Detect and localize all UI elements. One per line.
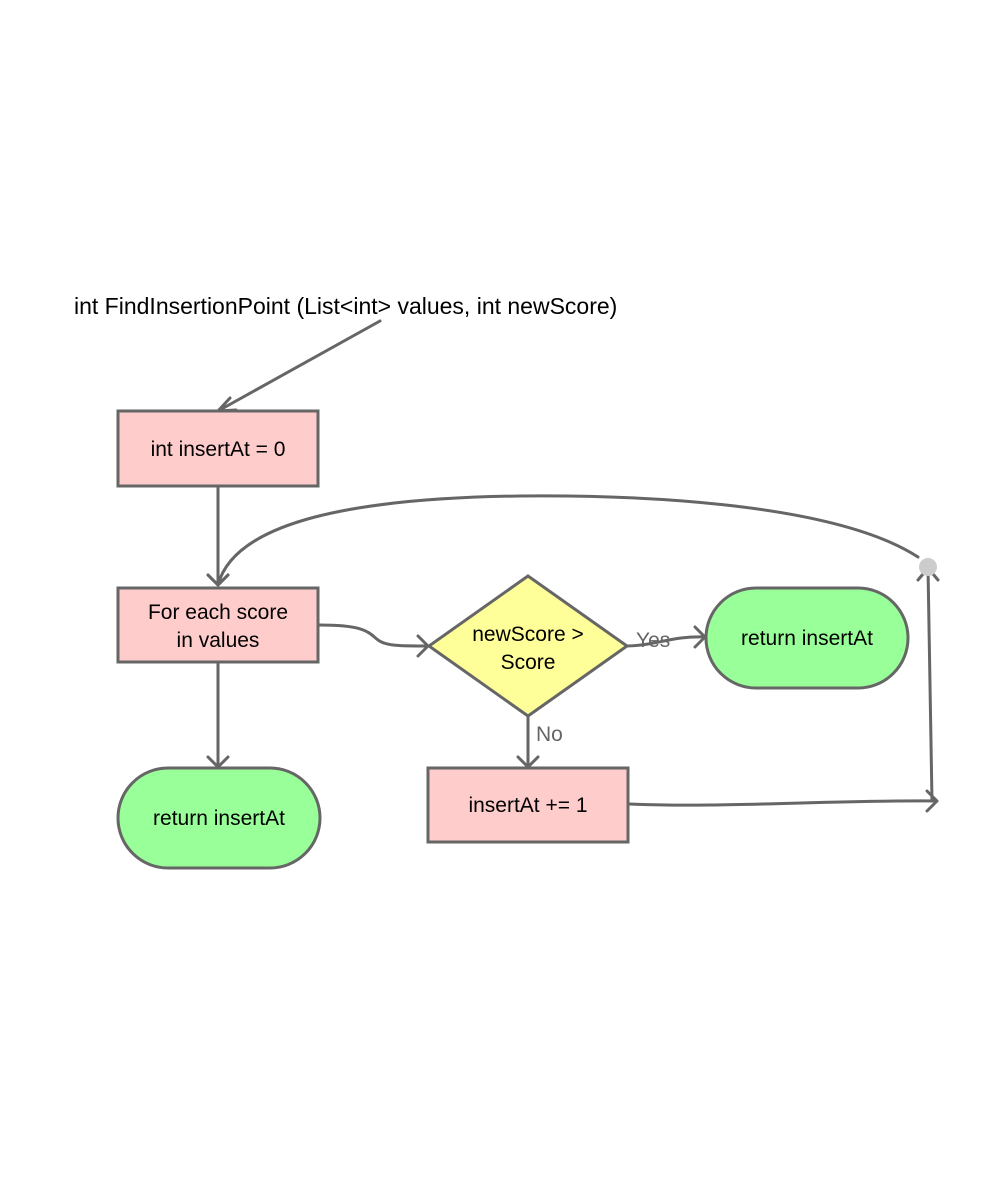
loop-label-line1: For each score [148, 601, 288, 624]
increment-node[interactable]: insertAt += 1 [426, 766, 630, 844]
edge-label-no: No [536, 723, 563, 746]
edge-loop-back [206, 494, 920, 587]
edge-decision-no [516, 715, 540, 769]
loop-node[interactable]: For each score in values [116, 586, 320, 664]
init-box [116, 409, 320, 488]
edge-loop-to-return [206, 661, 230, 769]
return-found-label: return insertAt [741, 627, 873, 650]
edge-label-yes: Yes [636, 629, 670, 652]
edge-signature-to-init [216, 319, 382, 413]
return-found-terminal [704, 586, 910, 690]
increment-box [426, 766, 630, 844]
function-signature: int FindInsertionPoint (List<int> values… [74, 293, 617, 319]
increment-label: insertAt += 1 [468, 794, 587, 817]
edges [206, 319, 940, 813]
decision-label-line2: Score [501, 651, 556, 674]
init-node[interactable]: int insertAt = 0 [116, 409, 320, 488]
init-label: int insertAt = 0 [151, 438, 286, 461]
decision-node[interactable]: newScore > Score [426, 574, 630, 718]
decision-diamond [426, 574, 630, 718]
decision-label-line1: newScore > [472, 623, 583, 646]
return-found-node[interactable]: return insertAt [704, 586, 910, 690]
return-end-label: return insertAt [153, 807, 285, 830]
return-end-terminal [116, 766, 322, 870]
return-end-node[interactable]: return insertAt [116, 766, 322, 870]
edge-right-up [916, 566, 940, 803]
edge-loop-to-decision [317, 623, 430, 658]
loop-box [116, 586, 320, 664]
loop-label-line2: in values [177, 629, 260, 652]
loop-junction-dot [919, 558, 937, 576]
edge-increment-to-right [627, 789, 939, 813]
